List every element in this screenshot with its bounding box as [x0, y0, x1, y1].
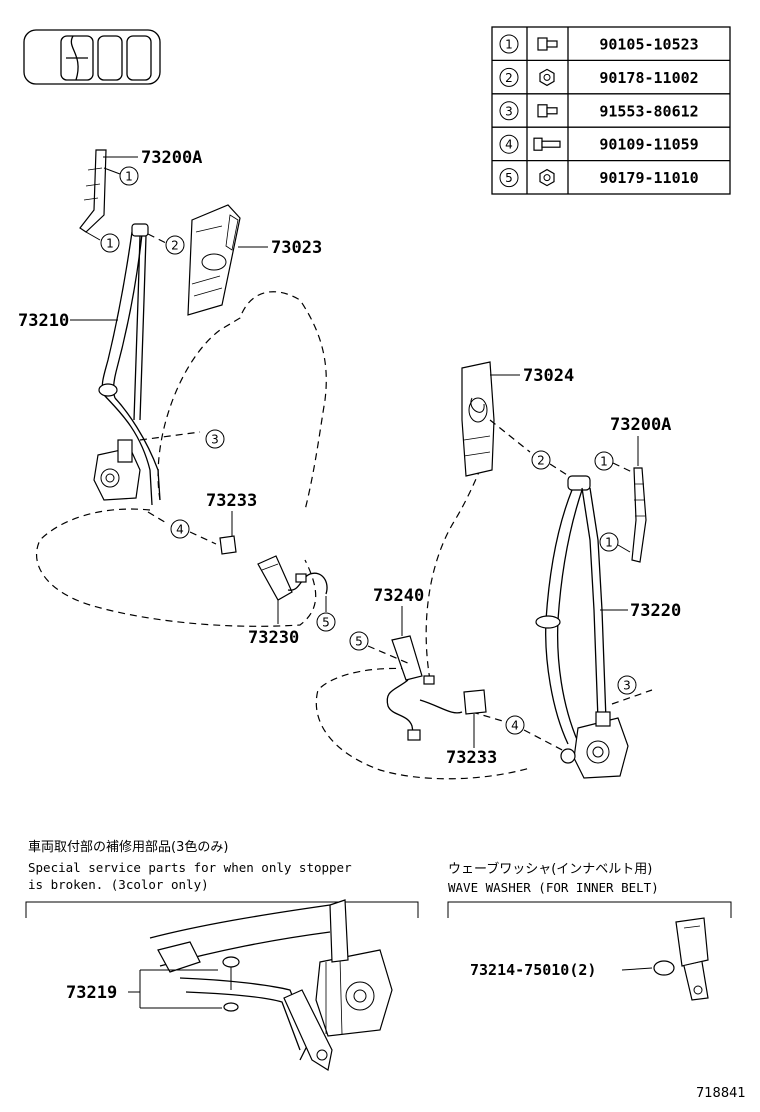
callout-5: 5	[316, 612, 336, 632]
pillar-trim-73024	[461, 361, 495, 477]
part-label-73230: 73230	[248, 628, 299, 648]
row-index: 3	[505, 104, 513, 118]
callout-2: 2	[165, 235, 185, 255]
callout-4: 4	[505, 715, 525, 735]
svg-text:2: 2	[537, 454, 545, 468]
part-label-73023: 73023	[271, 238, 322, 258]
part-label-73233-right: 73233	[446, 748, 497, 768]
service-note-jp: 車両取付部の補修用部品(3色のみ)	[28, 839, 228, 855]
row-part-no: 91553-80612	[599, 102, 698, 120]
bolt-icon	[537, 37, 558, 51]
anchor-plate-left	[79, 149, 107, 233]
part-label-73219: 73219	[66, 983, 117, 1003]
row-part-no: 90105-10523	[599, 36, 698, 54]
part-label-73200a-left: 73200A	[141, 148, 202, 168]
buckle-right	[386, 635, 463, 741]
washer-bracket	[447, 901, 732, 918]
callout-2: 2	[531, 450, 551, 470]
row-index: 2	[505, 71, 513, 85]
bolt-icon	[537, 104, 558, 118]
callout-3: 3	[205, 429, 225, 449]
table-row: 4 90109-11059	[499, 134, 699, 154]
callout-1: 1	[599, 532, 619, 552]
svg-text:4: 4	[511, 719, 519, 733]
anchor-plate-right	[631, 467, 647, 563]
service-note-en-2: is broken. (3color only)	[28, 877, 209, 892]
part-label-73210: 73210	[18, 311, 69, 331]
buckle-cover-right	[463, 689, 487, 715]
part-label-73240: 73240	[373, 586, 424, 606]
row-part-no: 90179-11010	[599, 169, 698, 187]
svg-text:1: 1	[125, 170, 133, 184]
part-label-wave-washer: 73214-75010(2)	[470, 961, 596, 979]
callout-1: 1	[594, 451, 614, 471]
right-seat-outline	[315, 449, 531, 780]
wave-washer-detail	[653, 917, 709, 1001]
retractor-right	[560, 711, 629, 779]
callout-5: 5	[349, 631, 369, 651]
part-label-73024: 73024	[523, 366, 574, 386]
buckle-cover-left	[219, 535, 237, 555]
table-row: 3 91553-80612	[499, 101, 699, 121]
seat-layout-icon	[23, 29, 161, 85]
svg-text:5: 5	[355, 635, 363, 649]
callout-3: 3	[617, 675, 637, 695]
table-row: 1 90105-10523	[499, 34, 699, 54]
buckle-left	[257, 555, 328, 601]
svg-text:4: 4	[176, 523, 184, 537]
part-label-73233-left: 73233	[206, 491, 257, 511]
svg-text:2: 2	[171, 239, 179, 253]
nut-icon	[539, 168, 555, 187]
row-index: 4	[505, 138, 513, 152]
pillar-trim-73023	[187, 204, 241, 316]
seat-belt-right	[535, 475, 607, 745]
stopper-detail	[149, 899, 393, 1071]
callout-1: 1	[119, 166, 139, 186]
left-seat-outline	[35, 291, 327, 627]
callout-4: 4	[170, 519, 190, 539]
seat-belt-left	[98, 223, 161, 506]
svg-text:1: 1	[600, 455, 608, 469]
table-row: 5 90179-11010	[499, 168, 699, 188]
retractor-left	[93, 439, 141, 501]
table-row: 2 90178-11002	[499, 67, 699, 87]
row-part-no: 90178-11002	[599, 69, 698, 87]
svg-text:3: 3	[211, 433, 219, 447]
washer-note-en: WAVE WASHER (FOR INNER BELT)	[448, 880, 659, 895]
svg-text:1: 1	[106, 237, 114, 251]
row-index: 1	[505, 38, 513, 52]
long-bolt-icon	[533, 137, 561, 151]
part-label-73220: 73220	[630, 601, 681, 621]
svg-text:3: 3	[623, 679, 631, 693]
part-label-73200a-right: 73200A	[610, 415, 671, 435]
svg-text:1: 1	[605, 536, 613, 550]
washer-note-jp: ウェーブワッシャ(インナベルト用)	[448, 861, 652, 877]
service-bracket	[25, 901, 419, 918]
nut-icon	[539, 68, 555, 87]
row-part-no: 90109-11059	[599, 136, 698, 154]
callout-1: 1	[100, 233, 120, 253]
svg-text:5: 5	[322, 616, 330, 630]
hardware-table: 1 90105-10523 2 90178-11002 3 91553-8061	[491, 26, 731, 195]
service-note-en-1: Special service parts for when only stop…	[28, 860, 352, 875]
row-index: 5	[505, 171, 513, 185]
figure-number: 718841	[696, 1086, 746, 1101]
